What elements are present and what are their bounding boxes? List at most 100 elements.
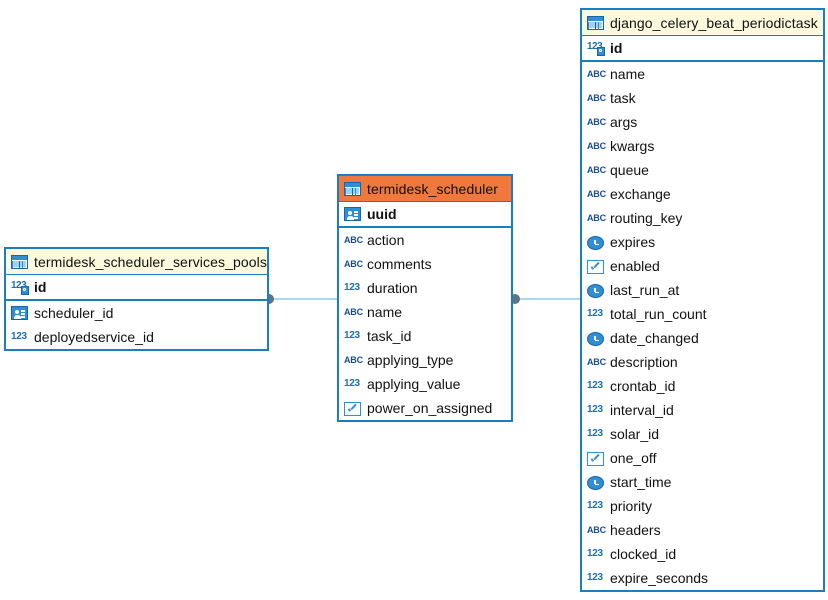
field-row[interactable]: 123 deployedservice_id bbox=[6, 325, 267, 349]
field-row[interactable]: date_changed bbox=[582, 326, 823, 350]
field-row[interactable]: ABC queue bbox=[582, 158, 823, 182]
field-name: comments bbox=[367, 256, 432, 272]
clock-icon bbox=[587, 331, 604, 346]
numeric-icon: 123 bbox=[587, 572, 603, 583]
field-row[interactable]: 123 task_id bbox=[339, 324, 511, 348]
field-row[interactable]: scheduler_id bbox=[6, 301, 267, 325]
entity-header[interactable]: termidesk_scheduler_services_pools bbox=[6, 249, 267, 275]
entity-header[interactable]: termidesk_scheduler bbox=[339, 176, 511, 202]
numeric-icon: 123 bbox=[587, 500, 603, 511]
checkbox-icon bbox=[587, 451, 604, 466]
field-row[interactable]: last_run_at bbox=[582, 278, 823, 302]
field-name: power_on_assigned bbox=[367, 400, 493, 416]
field-name: exchange bbox=[610, 186, 671, 202]
clock-icon bbox=[587, 283, 604, 298]
field-name: deployedservice_id bbox=[34, 329, 154, 345]
field-name: expire_seconds bbox=[610, 570, 709, 586]
primary-key-row[interactable]: uuid bbox=[339, 202, 511, 226]
field-row[interactable]: ABC description bbox=[582, 350, 823, 374]
abc-icon: ABC bbox=[587, 141, 606, 151]
field-row[interactable]: ABC exchange bbox=[582, 182, 823, 206]
checkbox-icon bbox=[344, 401, 361, 416]
field-name: uuid bbox=[367, 206, 397, 222]
table-icon bbox=[344, 181, 361, 196]
field-row[interactable]: 123 solar_id bbox=[582, 422, 823, 446]
field-name: headers bbox=[610, 522, 661, 538]
numeric-icon: 123 bbox=[587, 428, 603, 439]
field-name: priority bbox=[610, 498, 653, 514]
field-name: kwargs bbox=[610, 138, 655, 154]
uuid-key-icon bbox=[344, 207, 361, 221]
field-name: one_off bbox=[610, 450, 657, 466]
field-row[interactable]: ABC kwargs bbox=[582, 134, 823, 158]
abc-icon: ABC bbox=[587, 165, 606, 175]
abc-icon: ABC bbox=[344, 259, 363, 269]
field-name: enabled bbox=[610, 258, 660, 274]
abc-icon: ABC bbox=[587, 357, 606, 367]
numeric-icon: 123 bbox=[587, 380, 603, 391]
field-row[interactable]: power_on_assigned bbox=[339, 396, 511, 420]
abc-icon: ABC bbox=[587, 69, 606, 79]
relationship-rel-scheduler-periodictask[interactable] bbox=[510, 294, 580, 304]
relationship-rel-pools-scheduler[interactable] bbox=[264, 294, 337, 304]
field-name: duration bbox=[367, 280, 418, 296]
numeric-icon: 123 bbox=[344, 330, 360, 341]
field-name: queue bbox=[610, 162, 649, 178]
field-name: task_id bbox=[367, 328, 412, 344]
field-row[interactable]: start_time bbox=[582, 470, 823, 494]
field-row[interactable]: ABC name bbox=[582, 62, 823, 86]
field-row[interactable]: ABC comments bbox=[339, 252, 511, 276]
abc-icon: ABC bbox=[344, 355, 363, 365]
field-row[interactable]: expires bbox=[582, 230, 823, 254]
numeric-icon: 123 bbox=[11, 331, 27, 342]
field-name: applying_value bbox=[367, 376, 461, 392]
field-row[interactable]: enabled bbox=[582, 254, 823, 278]
field-name: id bbox=[34, 279, 47, 295]
entity-title: termidesk_scheduler_services_pools bbox=[34, 253, 267, 270]
field-row[interactable]: 123 priority bbox=[582, 494, 823, 518]
field-name: solar_id bbox=[610, 426, 660, 442]
clock-icon bbox=[587, 475, 604, 490]
abc-icon: ABC bbox=[587, 189, 606, 199]
field-name: scheduler_id bbox=[34, 305, 114, 321]
field-name: last_run_at bbox=[610, 282, 680, 298]
field-row[interactable]: 123 duration bbox=[339, 276, 511, 300]
field-name: date_changed bbox=[610, 330, 699, 346]
primary-key-section: uuid bbox=[339, 202, 511, 228]
numeric-key-icon: 123 bbox=[587, 40, 605, 56]
field-name: total_run_count bbox=[610, 306, 707, 322]
field-name: start_time bbox=[610, 474, 672, 490]
field-name: name bbox=[610, 66, 646, 82]
field-row[interactable]: one_off bbox=[582, 446, 823, 470]
clock-icon bbox=[587, 235, 604, 250]
abc-icon: ABC bbox=[587, 117, 606, 127]
field-row[interactable]: 123 expire_seconds bbox=[582, 566, 823, 590]
entity-header[interactable]: django_celery_beat_periodictask bbox=[582, 10, 823, 36]
field-name: description bbox=[610, 354, 678, 370]
numeric-icon: 123 bbox=[344, 282, 360, 293]
field-name: routing_key bbox=[610, 210, 683, 226]
entity-title: django_celery_beat_periodictask bbox=[610, 14, 818, 31]
